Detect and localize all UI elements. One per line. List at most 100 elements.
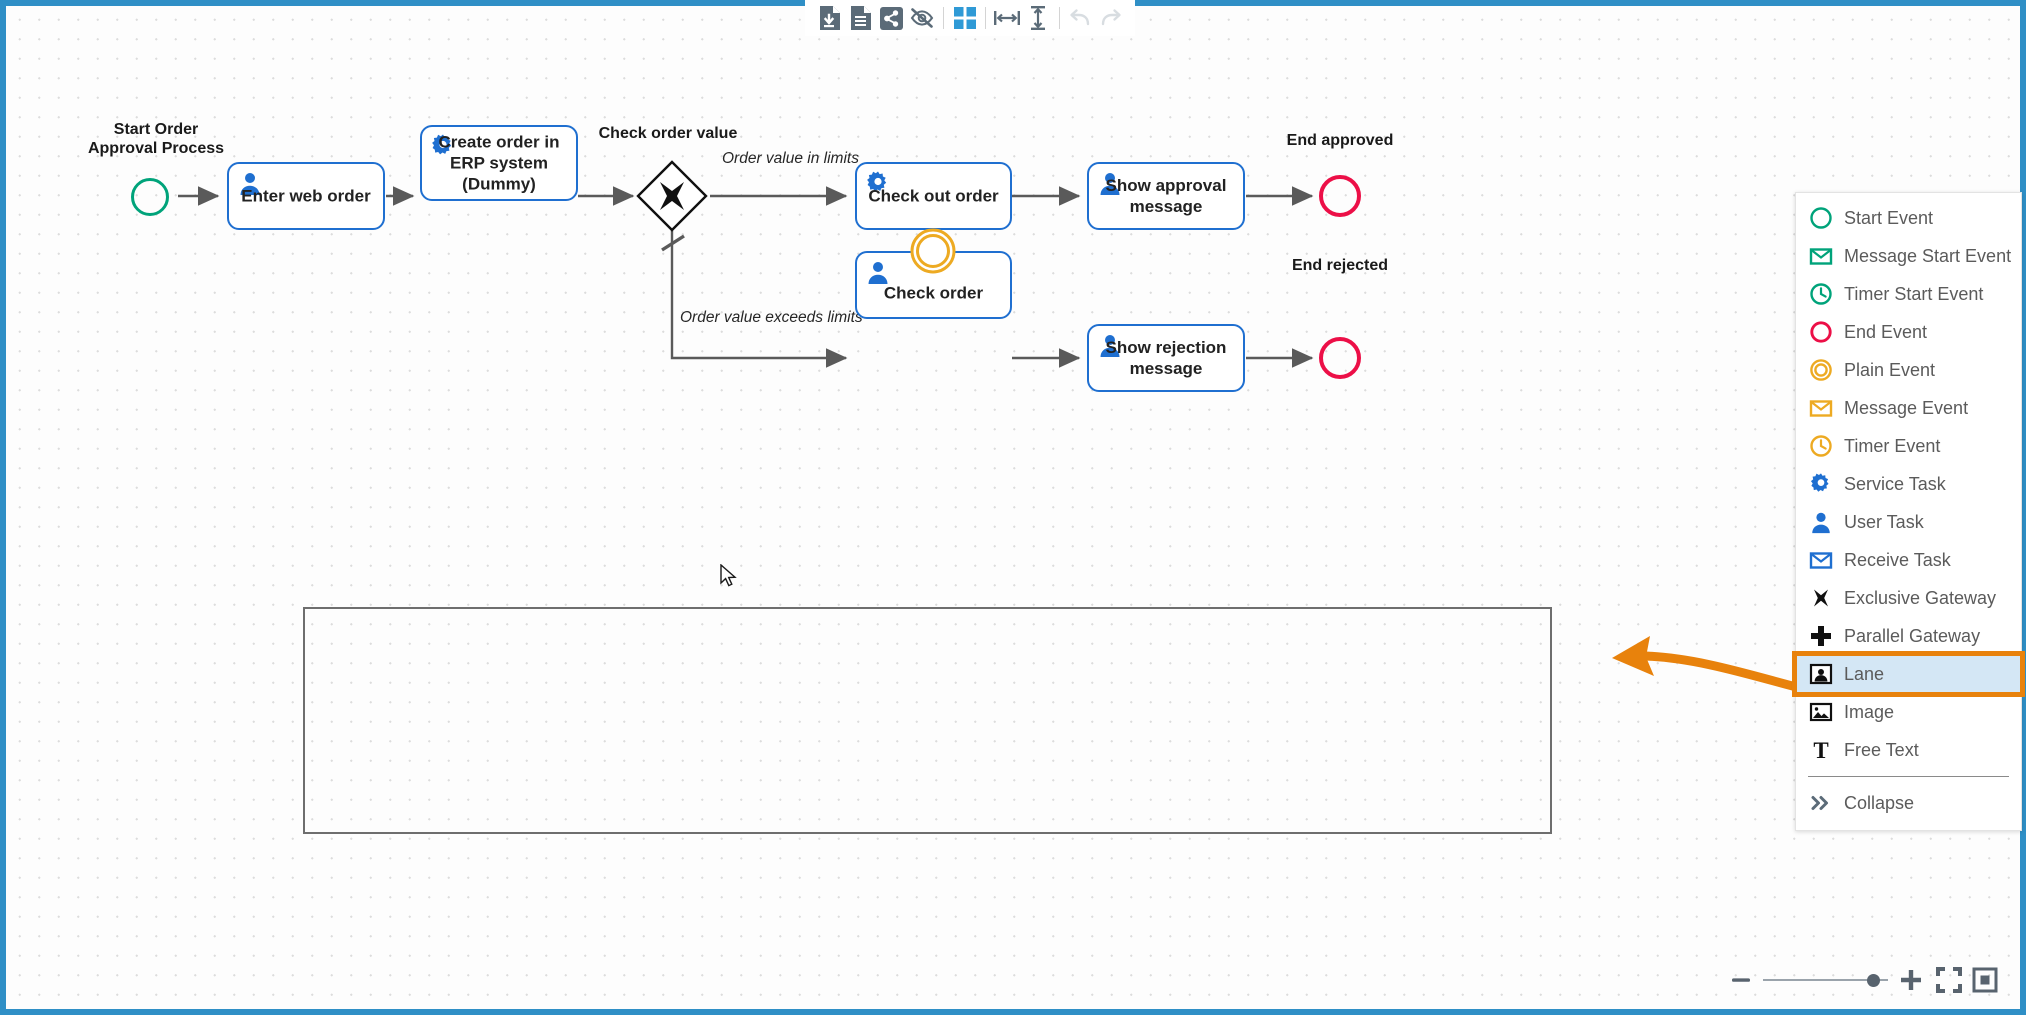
- flow-label-text: Order value exceeds limits: [680, 309, 863, 326]
- person-blue-icon: [237, 170, 263, 196]
- task-label-line-2: ERP system: [450, 153, 548, 173]
- share-icon[interactable]: [876, 2, 907, 34]
- gear-blue-icon: [430, 133, 456, 159]
- flow-label-exceeds-limits: Order value exceeds limits: [680, 309, 863, 327]
- palette-item-free-text[interactable]: T Free Text: [1796, 731, 2021, 769]
- clock-green-icon: [1808, 281, 1834, 307]
- task-create-order-erp[interactable]: Create order in ERP system (Dummy): [420, 125, 578, 201]
- end-rejected-text: End rejected: [1291, 257, 1389, 274]
- palette-item-label: Message Start Event: [1844, 245, 2012, 266]
- palette-item-user-task[interactable]: User Task: [1796, 503, 2021, 541]
- palette-item-label: Timer Start Event: [1844, 283, 1984, 304]
- palette-item-label: User Task: [1844, 511, 1924, 532]
- palette-item-label: Exclusive Gateway: [1844, 587, 1997, 608]
- end-approved-text: End approved: [1286, 132, 1394, 149]
- envelope-green-icon: [1808, 243, 1834, 269]
- palette-item-service-task[interactable]: Service Task: [1796, 465, 2021, 503]
- end-approved-label: End approved: [1260, 131, 1420, 150]
- circle-green-icon: [1808, 205, 1834, 231]
- palette-item-label: Image: [1844, 701, 1895, 722]
- toolbar-separator: [1058, 7, 1060, 29]
- distribute-vertical-icon[interactable]: [1022, 2, 1053, 34]
- palette-item-image[interactable]: Image: [1796, 693, 2021, 731]
- palette-item-receive-task[interactable]: Receive Task: [1796, 541, 2021, 579]
- fullscreen-button[interactable]: [1936, 967, 1962, 993]
- undo-icon[interactable]: [1064, 2, 1095, 34]
- gear-blue-icon: [865, 170, 891, 196]
- envelope-orange-icon: [1808, 395, 1834, 421]
- text-t-icon: T: [1808, 737, 1834, 763]
- x-cross-icon: [1808, 585, 1834, 611]
- palette-item-label: Receive Task: [1844, 549, 1951, 570]
- task-label-line-1: Create order in: [438, 132, 560, 152]
- toolbar-separator: [985, 7, 987, 29]
- palette-item-message-event[interactable]: Message Event: [1796, 389, 2021, 427]
- task-label: Enter web order: [241, 186, 371, 206]
- task-check-out-order[interactable]: Check out order: [855, 162, 1012, 230]
- end-event-approved[interactable]: [1319, 175, 1361, 217]
- palette-item-parallel-gateway[interactable]: Parallel Gateway: [1796, 617, 2021, 655]
- zoom-controls: [1729, 967, 1998, 993]
- start-event-label: Start Order Approval Process: [78, 120, 234, 158]
- task-enter-web-order[interactable]: Enter web order: [227, 162, 385, 230]
- palette-item-timer-event[interactable]: Timer Event: [1796, 427, 2021, 465]
- lane-shape[interactable]: [303, 607, 1552, 834]
- person-blue-icon: [1097, 170, 1123, 196]
- document-icon[interactable]: [844, 2, 875, 34]
- start-label-line-1: Start Order: [113, 121, 199, 138]
- person-blue-icon: [1097, 332, 1123, 358]
- end-rejected-label: End rejected: [1260, 256, 1420, 275]
- boundary-plain-event[interactable]: [909, 227, 957, 275]
- task-label: Check out order: [868, 186, 999, 206]
- zoom-in-button[interactable]: [1898, 967, 1924, 993]
- gear-blue-icon: [1808, 471, 1834, 497]
- task-label-line-3: (Dummy): [462, 174, 536, 194]
- palette-item-timer-start-event[interactable]: Timer Start Event: [1796, 275, 2021, 313]
- image-icon: [1808, 699, 1834, 725]
- exclusive-gateway-node[interactable]: [636, 160, 708, 232]
- toolbar-separator: [943, 7, 944, 29]
- svg-text:T: T: [1813, 738, 1828, 762]
- mouse-cursor: [720, 563, 740, 595]
- flow-label-text: Order value in limits: [722, 150, 859, 167]
- palette-item-start-event[interactable]: Start Event: [1796, 199, 2021, 237]
- task-label: Create order in ERP system (Dummy): [422, 132, 576, 195]
- diagram-canvas[interactable]: [6, 6, 2020, 1009]
- palette-item-end-event[interactable]: End Event: [1796, 313, 2021, 351]
- hide-icon[interactable]: [907, 2, 938, 34]
- zoom-out-button[interactable]: [1729, 968, 1753, 992]
- task-show-approval-message[interactable]: Show approval message: [1087, 162, 1245, 230]
- circle-red-icon: [1808, 319, 1834, 345]
- distribute-horizontal-icon[interactable]: [991, 2, 1022, 34]
- double-circle-orange-icon: [1808, 357, 1834, 383]
- palette-item-message-start-event[interactable]: Message Start Event: [1796, 237, 2021, 275]
- start-event-node[interactable]: [131, 178, 169, 216]
- palette-item-label: Parallel Gateway: [1844, 625, 1981, 646]
- task-label: Check order: [883, 283, 984, 303]
- lane-icon: [1808, 661, 1834, 687]
- palette-divider: [1808, 776, 2009, 777]
- end-event-rejected[interactable]: [1319, 337, 1361, 379]
- redo-icon[interactable]: [1096, 2, 1127, 34]
- flow-label-in-limits: Order value in limits: [722, 150, 859, 168]
- task-show-rejection-message[interactable]: Show rejection message: [1087, 324, 1245, 392]
- palette-item-label: End Event: [1844, 321, 1928, 342]
- zoom-slider[interactable]: [1763, 971, 1888, 989]
- download-icon[interactable]: [813, 2, 844, 34]
- task-label-line-2: message: [1129, 197, 1203, 216]
- person-blue-icon: [865, 259, 891, 285]
- palette-item-exclusive-gateway[interactable]: Exclusive Gateway: [1796, 579, 2021, 617]
- palette-item-label: Service Task: [1844, 473, 1946, 494]
- palette-item-collapse[interactable]: Collapse: [1796, 784, 2021, 822]
- task-label-line-1: Show approval: [1105, 176, 1227, 195]
- palette-item-plain-event[interactable]: Plain Event: [1796, 351, 2021, 389]
- grid-icon[interactable]: [949, 2, 980, 34]
- fit-to-screen-button[interactable]: [1972, 967, 1998, 993]
- palette-item-lane[interactable]: Lane: [1792, 651, 2025, 697]
- palette-item-label: Plain Event: [1844, 359, 1936, 380]
- zoom-slider-thumb[interactable]: [1867, 974, 1880, 987]
- palette-item-label: Timer Event: [1844, 435, 1941, 456]
- palette-item-label: Collapse: [1844, 792, 1915, 813]
- palette-item-label: Lane: [1844, 663, 1885, 684]
